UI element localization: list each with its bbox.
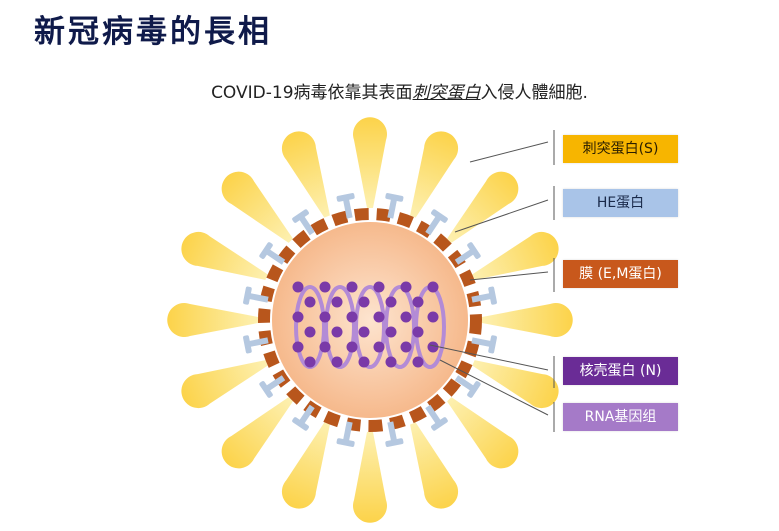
leader-he (454, 186, 555, 233)
nucleocapsid-dot (385, 356, 397, 368)
nucleocapsid-dot (400, 341, 412, 353)
nucleocapsid-dot (331, 356, 343, 368)
nucleocapsid-dot (385, 296, 397, 308)
he-protein (259, 375, 286, 398)
he-protein (292, 209, 315, 236)
nucleocapsid-dot (427, 341, 439, 353)
nucleocapsid-dot (373, 311, 385, 323)
nucleocapsid-dot (427, 311, 439, 323)
he-protein (336, 421, 355, 447)
leader-spike (469, 130, 555, 165)
he-protein (425, 404, 448, 431)
spike-protein (221, 397, 293, 469)
he-protein (471, 286, 497, 305)
nucleocapsid-dot (319, 281, 331, 293)
membrane (258, 208, 482, 432)
nucleocapsid-dot (427, 281, 439, 293)
nucleocapsid-dot (331, 296, 343, 308)
spike-proteins (167, 117, 573, 523)
spike-protein (281, 131, 330, 218)
nucleocapsid-dot (358, 296, 370, 308)
leader-rna (439, 359, 555, 432)
nucleocapsid-dot (319, 341, 331, 353)
nucleocapsid-dot (292, 341, 304, 353)
he-protein (454, 242, 481, 265)
nucleocapsid-dot (385, 326, 397, 338)
leader-membrane (469, 258, 555, 292)
label-he-protein: HE蛋白 (563, 189, 678, 217)
spike-protein (410, 131, 459, 218)
he-protein (471, 335, 497, 354)
he-protein (385, 193, 404, 219)
label-membrane: 膜 (E,M蛋白) (563, 260, 678, 288)
he-protein (425, 209, 448, 236)
nucleocapsid-dot (292, 311, 304, 323)
spike-protein (181, 360, 268, 409)
he-protein (259, 242, 286, 265)
nucleocapsid-dot (292, 281, 304, 293)
spike-protein (447, 171, 519, 243)
he-protein (336, 193, 355, 219)
subtitle-suffix: 入侵人體細胞. (480, 83, 588, 103)
spike-protein (221, 171, 293, 243)
label-nucleocapsid: 核壳蛋白 (N) (563, 357, 678, 385)
nucleocapsid-dot (358, 356, 370, 368)
he-protein (292, 404, 315, 431)
he-proteins (243, 193, 497, 447)
spike-protein (410, 422, 459, 509)
leader-lines (429, 130, 555, 432)
spike-protein (281, 422, 330, 509)
leader-nucleocapsid (429, 344, 555, 388)
nucleocapsid-dot (346, 341, 358, 353)
nucleocapsid-dot (412, 326, 424, 338)
nucleocapsid-dot (319, 311, 331, 323)
spike-protein (352, 117, 387, 208)
nucleocapsid-dot (373, 341, 385, 353)
spike-protein (353, 432, 388, 523)
label-spike-protein: 刺突蛋白(S) (563, 135, 678, 163)
label-rna-genome: RNA基因组 (563, 403, 678, 431)
subtitle: COVID-19病毒依靠其表面刺突蛋白入侵人體細胞. (0, 78, 779, 103)
he-protein (385, 421, 404, 447)
rna-helix (292, 281, 446, 369)
nucleocapsid-dot (346, 281, 358, 293)
nucleocapsid-dot (304, 356, 316, 368)
nucleocapsid-dot (331, 326, 343, 338)
virus-core (272, 222, 468, 418)
spike-protein (482, 303, 573, 337)
spike-protein (472, 360, 559, 409)
nucleocapsid-dot (304, 296, 316, 308)
nucleocapsid-dot (304, 326, 316, 338)
nucleocapsid-dot (412, 296, 424, 308)
nucleocapsid-dot (412, 356, 424, 368)
spike-protein (472, 231, 559, 280)
he-protein (454, 375, 481, 398)
nucleocapsid-dot (346, 311, 358, 323)
subtitle-prefix: COVID-19病毒依靠其表面 (211, 83, 413, 103)
nucleocapsid-dot (358, 326, 370, 338)
nucleocapsid-dot (373, 281, 385, 293)
he-protein (243, 286, 269, 305)
page-title: 新冠病毒的長相 (34, 14, 272, 50)
spike-protein (167, 303, 258, 337)
subtitle-emphasis: 刺突蛋白 (412, 83, 481, 103)
he-protein (243, 335, 269, 354)
spike-protein (181, 231, 268, 280)
nucleocapsid-dot (400, 311, 412, 323)
nucleocapsid-dot (400, 281, 412, 293)
spike-protein (447, 397, 519, 469)
